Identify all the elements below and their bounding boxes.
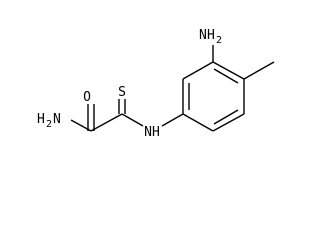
ring-bond-6-1: [182, 61, 214, 80]
bond-ring-to-nh: [161, 113, 184, 127]
ring-bond-3-4: [212, 113, 245, 132]
atom-sulfur: S: [118, 85, 126, 100]
bond-ring-to-methyl: [243, 61, 275, 80]
ring-bond-1-2: [212, 61, 245, 80]
bond-nh-to-thiocarbon: [121, 113, 144, 127]
ring-double-bond-1-2: [213, 68, 239, 84]
amine-left-hydrogen: H: [37, 112, 45, 127]
bond-thiocarbon-to-carbonyl: [90, 113, 123, 132]
ring-double-bond-3-4: [213, 109, 239, 125]
bond-carbonyl-to-amide-n: [70, 119, 92, 132]
ring-bond-4-5: [182, 113, 214, 132]
amine-top-hydrogen: H: [207, 28, 215, 43]
atom-nh: NH: [144, 125, 160, 140]
amine-left-nitrogen: N: [53, 112, 61, 127]
amine-left-subscript: 2: [46, 119, 52, 130]
atom-amine-left: H 2 N: [37, 112, 61, 130]
benzene-ring: [182, 61, 245, 132]
atom-oxygen: O: [83, 90, 91, 105]
amine-top-nitrogen: N: [199, 28, 207, 43]
chemical-structure-diagram: N H 2 O S NH H 2 N: [37, 28, 275, 140]
amine-top-subscript: 2: [216, 35, 222, 46]
atom-amine-top: N H 2: [199, 28, 222, 46]
